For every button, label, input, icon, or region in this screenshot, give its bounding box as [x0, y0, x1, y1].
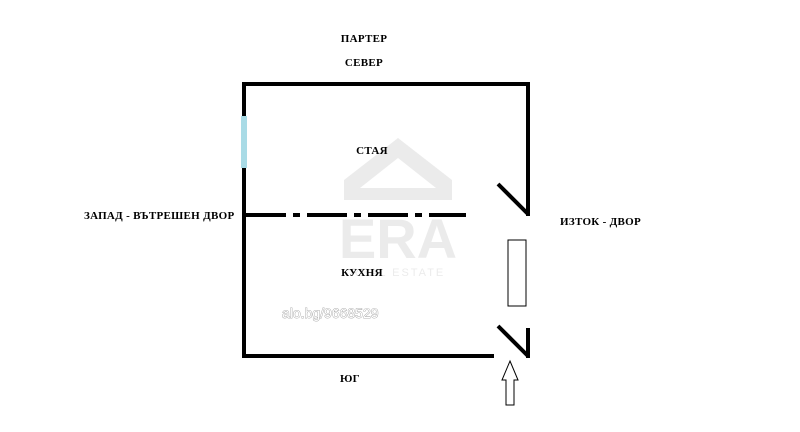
- era-logo-watermark: ERA REAL ESTATE: [339, 138, 457, 279]
- era-logo-text: ERA: [339, 207, 457, 270]
- listing-watermark: alo.bg/9668529: [282, 305, 379, 321]
- west-label: ЗАПАД - ВЪТРЕШЕН ДВОР: [84, 210, 234, 222]
- room-label: СТАЯ: [356, 145, 388, 157]
- kitchen-label: КУХНЯ: [341, 267, 383, 279]
- east-label: ИЗТОК - ДВОР: [560, 216, 641, 228]
- upper-door-swing: [496, 182, 530, 216]
- entrance-arrow-icon: [501, 359, 519, 406]
- south-label: ЮГ: [340, 373, 360, 385]
- north-label: СЕВЕР: [345, 57, 383, 69]
- entrance-door-swing: [496, 324, 530, 358]
- floor-label: ПАРТЕР: [341, 33, 388, 45]
- kitchen-counter: [507, 239, 527, 307]
- era-logo-subtext: REAL ESTATE: [351, 267, 446, 279]
